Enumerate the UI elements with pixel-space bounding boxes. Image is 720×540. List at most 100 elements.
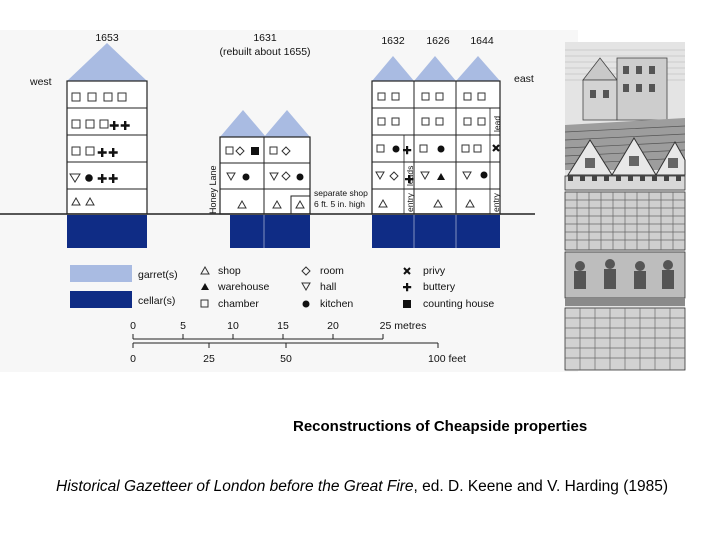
x-mark-icon bbox=[403, 267, 411, 275]
room-symbols bbox=[69, 92, 486, 209]
plus-icon bbox=[109, 121, 119, 130]
roof-garret bbox=[264, 110, 310, 137]
legend-symbol-label: kitchen bbox=[320, 298, 353, 310]
legend: garret(s) cellar(s) shop warehouse chamb… bbox=[70, 265, 494, 310]
legend-symbol-label: room bbox=[320, 265, 344, 277]
triangle-down-outline-icon bbox=[226, 172, 236, 182]
plus-icon bbox=[108, 174, 118, 183]
square-outline-icon bbox=[477, 92, 486, 101]
plus-icon bbox=[108, 148, 118, 157]
triangle-outline-icon bbox=[200, 265, 210, 275]
square-outline-icon bbox=[461, 144, 470, 153]
circle-filled-icon bbox=[296, 173, 304, 181]
legend-symbol-label: shop bbox=[218, 265, 241, 277]
circle-filled-icon bbox=[85, 174, 93, 182]
triangle-down-outline-icon bbox=[420, 171, 430, 181]
legend-symbol-label: hall bbox=[320, 281, 336, 293]
square-outline-icon bbox=[117, 92, 127, 102]
figure-caption: Reconstructions of Cheapside properties bbox=[293, 418, 588, 435]
cellar bbox=[230, 215, 310, 248]
diamond-outline-icon bbox=[235, 146, 245, 156]
square-outline-icon bbox=[200, 299, 209, 308]
date-label-b: 1631 bbox=[253, 32, 277, 44]
circle-filled-icon bbox=[437, 145, 445, 153]
triangle-outline-icon bbox=[295, 199, 305, 209]
diamond-outline-icon bbox=[281, 171, 291, 181]
square-outline-icon bbox=[71, 119, 81, 129]
citation-title: Historical Gazetteer of London before th… bbox=[56, 478, 414, 495]
circle-filled-icon bbox=[242, 173, 250, 181]
scale-tick-label: 50 bbox=[280, 353, 292, 365]
scale-tick-label: 15 bbox=[277, 320, 289, 332]
scale-tick-label: 0 bbox=[130, 353, 136, 365]
triangle-down-outline-icon bbox=[69, 173, 81, 183]
square-outline-icon bbox=[421, 117, 430, 126]
triangle-outline-icon bbox=[433, 198, 443, 208]
west-label: west bbox=[29, 76, 52, 88]
circle-filled-icon bbox=[480, 171, 488, 179]
roof-garret bbox=[456, 56, 500, 81]
separate-shop-height: 6 ft. 5 in. high bbox=[314, 199, 365, 209]
triangle-outline-icon bbox=[85, 196, 95, 206]
triangle-outline-icon bbox=[272, 199, 282, 209]
diamond-outline-icon bbox=[281, 146, 291, 156]
square-outline-icon bbox=[463, 92, 472, 101]
cellar bbox=[372, 215, 500, 248]
triangle-filled-icon bbox=[201, 283, 209, 290]
square-outline-icon bbox=[103, 92, 113, 102]
square-outline-icon bbox=[377, 117, 386, 126]
triangle-outline-icon bbox=[237, 199, 247, 209]
date-label-a: 1653 bbox=[95, 32, 119, 44]
legend-symbol-label: chamber bbox=[218, 298, 259, 310]
legend-symbol-label: counting house bbox=[423, 298, 494, 310]
square-outline-icon bbox=[421, 92, 430, 101]
plus-icon bbox=[403, 146, 412, 155]
scale-bar-feet: 0 25 50 100 feet bbox=[130, 342, 466, 365]
roof-garret bbox=[220, 110, 266, 137]
citation-details: , ed. D. Keene and V. Harding (1985) bbox=[413, 478, 669, 495]
square-outline-icon bbox=[376, 144, 385, 153]
square-outline-icon bbox=[269, 146, 278, 155]
triangle-down-outline-icon bbox=[375, 171, 385, 181]
scale-tick-label: 20 bbox=[327, 320, 339, 332]
circle-filled-icon bbox=[392, 145, 400, 153]
x-mark-icon bbox=[492, 144, 500, 152]
legend-label: cellar(s) bbox=[138, 295, 175, 307]
entry-label: entry bbox=[405, 192, 415, 212]
triangle-filled-icon bbox=[437, 173, 445, 180]
square-outline-icon bbox=[463, 117, 472, 126]
triangle-outline-icon bbox=[71, 196, 81, 206]
diamond-outline-icon bbox=[301, 266, 311, 276]
separate-shop-note: separate shop bbox=[314, 188, 368, 198]
square-outline-icon bbox=[477, 117, 486, 126]
square-outline-icon bbox=[85, 146, 95, 156]
square-outline-icon bbox=[225, 146, 234, 155]
plus-icon bbox=[405, 175, 414, 184]
legend-symbol-label: buttery bbox=[423, 281, 456, 293]
roof-garret bbox=[67, 43, 147, 81]
legend-swatch-cellar bbox=[70, 291, 132, 308]
square-outline-icon bbox=[99, 119, 109, 129]
filled-symbols bbox=[85, 121, 488, 184]
triangle-down-outline-icon bbox=[269, 172, 279, 182]
lead-label: lead bbox=[492, 116, 502, 132]
scale-tick-label: 100 feet bbox=[428, 353, 466, 365]
square-filled-icon bbox=[251, 147, 259, 155]
plus-icon bbox=[97, 148, 107, 157]
plus-icon bbox=[120, 121, 130, 130]
square-outline-icon bbox=[377, 92, 386, 101]
triangle-down-outline-icon bbox=[462, 171, 472, 181]
date-label-d: 1626 bbox=[426, 35, 450, 47]
triangle-outline-icon bbox=[465, 198, 475, 208]
square-outline-icon bbox=[87, 92, 97, 102]
square-outline-icon bbox=[71, 146, 81, 156]
square-outline-icon bbox=[85, 119, 95, 129]
house-1653 bbox=[66, 43, 148, 248]
roof-garret bbox=[414, 56, 456, 81]
triangle-down-outline-icon bbox=[301, 282, 311, 292]
legend-symbol-label: privy bbox=[423, 265, 446, 277]
square-outline-icon bbox=[473, 144, 482, 153]
date-label-c: 1632 bbox=[381, 35, 405, 47]
citation: Historical Gazetteer of London before th… bbox=[56, 476, 676, 497]
